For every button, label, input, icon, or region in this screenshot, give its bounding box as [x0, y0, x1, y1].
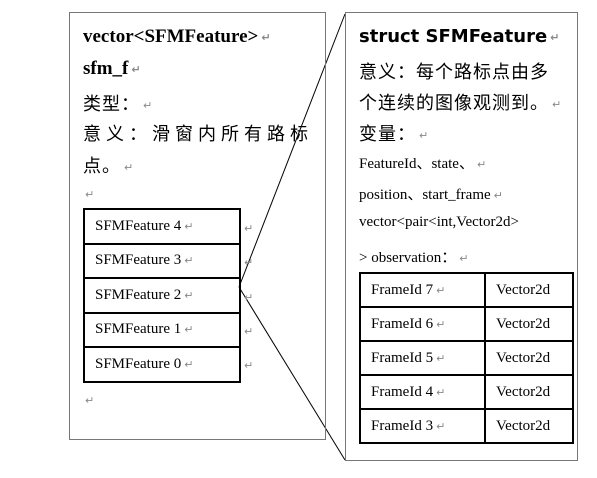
vector2d-cell: Vector2d — [484, 374, 574, 410]
paragraph-mark: ↵ — [476, 158, 487, 172]
vector2d-cell: Vector2d — [484, 408, 574, 444]
struct-var-line-1: FeatureId、state、↵ — [359, 152, 486, 173]
frame-id-cell: FrameId 3↵ — [359, 408, 486, 444]
sfm-feature-table: SFMFeature 4↵ SFMFeature 3↵ SFMFeature 2… — [83, 208, 241, 383]
paragraph-mark: ↵ — [244, 222, 254, 235]
struct-var-text-4: > observation： — [359, 250, 457, 266]
frame-id-cell: FrameId 7↵ — [359, 272, 486, 308]
sfm-feature-cell: SFMFeature 3↵ — [83, 242, 241, 279]
struct-var-line-4: > observation：↵ — [359, 246, 468, 267]
sfm-struct-box — [345, 12, 578, 461]
paragraph-mark: ↵ — [550, 30, 560, 44]
struct-var-text-2: position、start_frame — [359, 187, 491, 203]
connector-line-bottom — [238, 286, 346, 461]
connector-line-top — [238, 13, 346, 288]
observation-table: FrameId 7↵ Vector2d FrameId 6↵ Vector2d … — [359, 272, 574, 444]
meaning-line-1: 意义：滑窗内所有路标 — [83, 120, 313, 146]
struct-vars-label: 变量：↵ — [359, 120, 429, 146]
table-row: SFMFeature 4↵ — [83, 208, 241, 245]
table-row: SFMFeature 1↵ — [83, 311, 241, 348]
struct-var-line-3: vector<pair<int,Vector2d> — [359, 214, 519, 231]
struct-meaning-text-1: 意义：每个路标点由多 — [359, 62, 549, 83]
paragraph-mark: ↵ — [552, 97, 563, 111]
paragraph-mark: ↵ — [493, 189, 503, 203]
vector2d-cell: Vector2d — [484, 306, 574, 342]
struct-title: struct SFMFeature↵ — [359, 26, 559, 47]
paragraph-mark: ↵ — [244, 325, 254, 338]
frame-id-cell: FrameId 6↵ — [359, 306, 486, 342]
struct-meaning-text-2: 个连续的图像观测到。 — [359, 93, 549, 114]
sfm-feature-cell: SFMFeature 0↵ — [83, 346, 241, 383]
struct-vars-label-text: 变量： — [359, 124, 416, 145]
type-label: 类型：↵ — [83, 90, 153, 116]
sfm-vector-box — [69, 12, 326, 440]
vector-name: sfm_f↵ — [83, 58, 141, 80]
meaning-text-2: 点。 — [83, 156, 121, 177]
sfm-feature-cell: SFMFeature 2↵ — [83, 277, 241, 314]
vector2d-cell: Vector2d — [484, 272, 574, 308]
table-row: SFMFeature 2↵ — [83, 277, 241, 314]
frame-id-cell: FrameId 5↵ — [359, 340, 486, 376]
paragraph-mark: ↵ — [459, 252, 469, 266]
type-label-text: 类型： — [83, 94, 140, 115]
meaning-text-1: 意义：滑窗内所有路标 — [83, 124, 313, 145]
vector-name-text: sfm_f — [83, 58, 129, 79]
table-row: FrameId 7↵ Vector2d — [359, 272, 574, 308]
meaning-line-2: 点。↵ — [83, 152, 134, 178]
struct-meaning-line-2: 个连续的图像观测到。↵ — [359, 89, 562, 115]
paragraph-mark: ↵ — [124, 160, 135, 174]
sfm-feature-cell: SFMFeature 4↵ — [83, 208, 241, 245]
table-row: FrameId 4↵ Vector2d — [359, 374, 574, 410]
paragraph-mark: ↵ — [261, 31, 271, 45]
vector-title-text: vector<SFMFeature> — [83, 26, 259, 47]
struct-title-text: struct SFMFeature — [359, 26, 548, 47]
paragraph-mark: ↵ — [244, 359, 254, 372]
sfm-feature-cell: SFMFeature 1↵ — [83, 311, 241, 348]
frame-id-cell: FrameId 4↵ — [359, 374, 486, 410]
paragraph-mark: ↵ — [85, 394, 95, 407]
struct-meaning-line-1: 意义：每个路标点由多 — [359, 58, 549, 84]
paragraph-mark: ↵ — [143, 98, 154, 112]
paragraph-mark: ↵ — [131, 63, 141, 77]
table-row: FrameId 3↵ Vector2d — [359, 408, 574, 444]
vector2d-cell: Vector2d — [484, 340, 574, 376]
struct-var-line-2: position、start_frame↵ — [359, 183, 503, 204]
vector-title: vector<SFMFeature>↵ — [83, 26, 271, 48]
table-row: FrameId 6↵ Vector2d — [359, 306, 574, 342]
table-row: FrameId 5↵ Vector2d — [359, 340, 574, 376]
struct-var-text-3: vector<pair<int,Vector2d> — [359, 214, 519, 230]
struct-var-text-1: FeatureId、state、 — [359, 156, 474, 172]
table-row: SFMFeature 0↵ — [83, 346, 241, 383]
paragraph-mark: ↵ — [419, 128, 430, 142]
paragraph-mark: ↵ — [244, 291, 254, 304]
table-row: SFMFeature 3↵ — [83, 242, 241, 279]
paragraph-mark: ↵ — [85, 188, 95, 201]
paragraph-mark: ↵ — [244, 256, 254, 269]
